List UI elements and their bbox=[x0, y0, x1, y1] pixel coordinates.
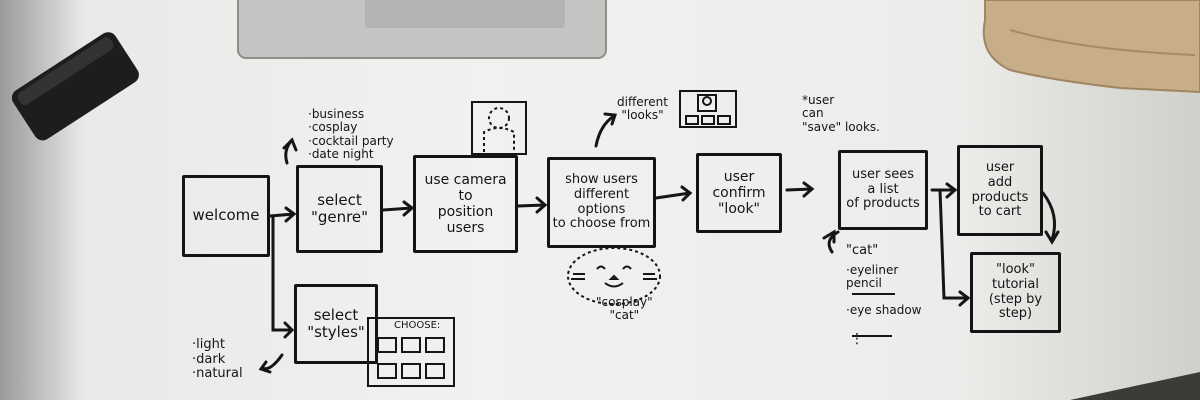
choose-label: CHOOSE: bbox=[394, 320, 441, 331]
user-sees-list-box: user sees a list of products bbox=[838, 150, 928, 230]
show-options-box: show users different options to choose f… bbox=[547, 157, 656, 248]
use-camera-box: use camera to position users bbox=[413, 155, 518, 253]
ellipsis-note: ⋮ bbox=[850, 331, 864, 347]
save-looks-note: *user can "save" looks. bbox=[802, 93, 880, 134]
product-blanks bbox=[852, 293, 895, 337]
style-choice-grid bbox=[367, 317, 455, 387]
genre-list: ·business ·cosplay ·cocktail party ·date… bbox=[308, 107, 394, 162]
camera-sketch bbox=[471, 101, 527, 155]
look-tutorial-box: "look" tutorial (step by step) bbox=[970, 252, 1061, 333]
laptop-trackpad bbox=[365, 0, 565, 28]
eyeliner-note: ·eyeliner pencil bbox=[846, 263, 899, 291]
user-confirm-box: user confirm "look" bbox=[696, 153, 782, 233]
different-looks-note: different "looks" bbox=[617, 95, 668, 123]
add-products-box: user add products to cart bbox=[957, 145, 1043, 236]
select-genre-box: select "genre" bbox=[296, 165, 383, 253]
style-list: ·light ·dark ·natural bbox=[192, 337, 243, 382]
looks-sketch bbox=[679, 90, 737, 128]
select-styles-box: select "styles" bbox=[294, 284, 378, 364]
cosplay-cat-note: "cosplay" "cat" bbox=[596, 295, 653, 323]
eyeshadow-note: ·eye shadow bbox=[846, 303, 922, 317]
flow-arrows bbox=[258, 112, 1060, 374]
cat-label: "cat" bbox=[846, 243, 879, 258]
cat-face-sketch bbox=[567, 247, 661, 305]
eraser bbox=[11, 32, 139, 141]
welcome-box: welcome bbox=[182, 175, 270, 257]
